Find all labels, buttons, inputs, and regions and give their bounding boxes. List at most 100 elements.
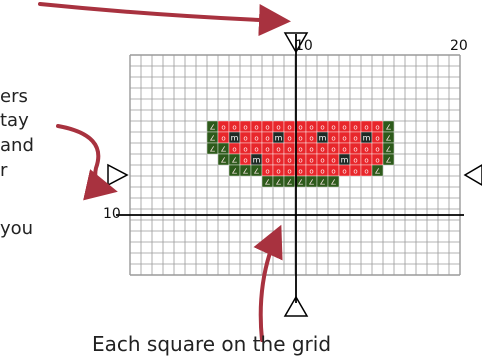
stitch-symbol: o — [287, 124, 291, 132]
left-center-marker — [107, 163, 129, 187]
stitch-cell: ∠ — [316, 175, 329, 188]
stitch-symbol: ∠ — [209, 146, 215, 154]
stitch-cell: o — [371, 142, 384, 155]
stitch-symbol: ∠ — [385, 124, 391, 132]
stitch-symbol: o — [298, 157, 302, 165]
stitch-cell: o — [283, 120, 296, 133]
stitch-symbol: o — [276, 146, 280, 154]
stitch-cell: o — [250, 131, 263, 144]
arrow-to-left-marker — [56, 124, 118, 201]
axis-label-10-top: 10 — [295, 38, 313, 54]
stitch-symbol: o — [232, 146, 236, 154]
stitch-symbol: ∠ — [385, 157, 391, 165]
stitch-cell: o — [239, 131, 252, 144]
stitch-cell: o — [239, 142, 252, 155]
stitch-symbol: o — [298, 124, 302, 132]
stitch-symbol: ∠ — [330, 179, 336, 187]
stitch-cell: ∠ — [217, 142, 230, 155]
bottom-center-marker — [283, 295, 309, 317]
stitch-cell: ∠ — [206, 142, 219, 155]
stitch-cell: o — [283, 153, 296, 166]
center-lines — [116, 34, 464, 303]
stitch-cell: o — [338, 164, 351, 177]
stitch-cell: o — [305, 153, 318, 166]
stitch-cell: ∠ — [250, 164, 263, 177]
stitch-symbol: o — [353, 157, 357, 165]
stitch-symbol: o — [309, 124, 313, 132]
stitch-cell: m — [272, 131, 285, 144]
stitch-symbol: o — [298, 135, 302, 143]
stitch-cell: o — [371, 153, 384, 166]
axis-label-20-top: 20 — [450, 38, 468, 54]
stitch-symbol: o — [364, 168, 368, 176]
bottom-caption: Each square on the grid — [92, 332, 332, 356]
stitch-symbol: o — [353, 168, 357, 176]
stitch-symbol: o — [265, 124, 269, 132]
stitch-cell: m — [360, 131, 373, 144]
stitch-symbol: o — [221, 135, 225, 143]
stitch-cell: o — [250, 120, 263, 133]
stitch-cell: o — [239, 120, 252, 133]
stitch-symbol: o — [265, 146, 269, 154]
stitch-cell: o — [217, 131, 230, 144]
stitch-cell: o — [283, 131, 296, 144]
stitch-symbol: ∠ — [242, 168, 248, 176]
stitch-symbol: o — [287, 168, 291, 176]
stitch-symbol: m — [341, 156, 349, 165]
stitch-symbol: o — [287, 157, 291, 165]
stitch-symbol: ∠ — [286, 179, 292, 187]
stitch-cell: o — [360, 142, 373, 155]
stitch-symbol: o — [221, 124, 225, 132]
stitch-cell: o — [316, 164, 329, 177]
stitch-cell: o — [327, 120, 340, 133]
stitch-cell: o — [349, 164, 362, 177]
stitch-symbol: o — [320, 124, 324, 132]
stitch-cell: o — [360, 164, 373, 177]
stitch-cell: ∠ — [217, 153, 230, 166]
stitch-symbol: ∠ — [209, 135, 215, 143]
stitch-symbol: o — [276, 124, 280, 132]
side-caption-line-4: r — [0, 160, 8, 181]
stitch-cell: o — [305, 164, 318, 177]
stitch-cell: o — [371, 131, 384, 144]
stitch-symbol: o — [298, 146, 302, 154]
axis-label-10-left: 10 — [103, 206, 121, 222]
stitch-symbol: ∠ — [374, 168, 380, 176]
stitch-cell: o — [316, 153, 329, 166]
stitch-cell: ∠ — [382, 153, 395, 166]
stitch-symbol: o — [309, 157, 313, 165]
stitch-cell: ∠ — [272, 175, 285, 188]
stitch-cell: ∠ — [371, 164, 384, 177]
stitch-symbol: o — [309, 168, 313, 176]
stitch-symbol: m — [231, 134, 239, 143]
stitch-symbol: o — [243, 135, 247, 143]
stitch-symbol: o — [254, 124, 258, 132]
stitch-cell: o — [349, 120, 362, 133]
stitch-cell: ∠ — [239, 164, 252, 177]
stitch-symbol: o — [331, 157, 335, 165]
stitch-symbol: o — [331, 168, 335, 176]
stitch-cell: o — [360, 120, 373, 133]
stitch-symbol: o — [353, 124, 357, 132]
stitch-symbol: o — [342, 146, 346, 154]
stitch-cell: o — [305, 142, 318, 155]
stitch-cell: ∠ — [305, 175, 318, 188]
stitch-symbol: o — [276, 168, 280, 176]
stitch-symbol: o — [364, 124, 368, 132]
stitch-symbol: o — [243, 146, 247, 154]
stitch-symbol: m — [363, 134, 371, 143]
stitch-symbol: o — [265, 157, 269, 165]
stitch-cell: m — [338, 153, 351, 166]
stitch-cell: m — [316, 131, 329, 144]
side-caption-line-5: you — [0, 218, 34, 239]
stitch-symbol: o — [287, 135, 291, 143]
stitch-symbol: o — [353, 135, 357, 143]
stitch-cell: m — [250, 153, 263, 166]
stitch-symbol: o — [331, 135, 335, 143]
stitch-symbol: ∠ — [385, 146, 391, 154]
stitch-cell: o — [338, 131, 351, 144]
stitch-cell: o — [283, 164, 296, 177]
stitch-symbol: o — [320, 168, 324, 176]
